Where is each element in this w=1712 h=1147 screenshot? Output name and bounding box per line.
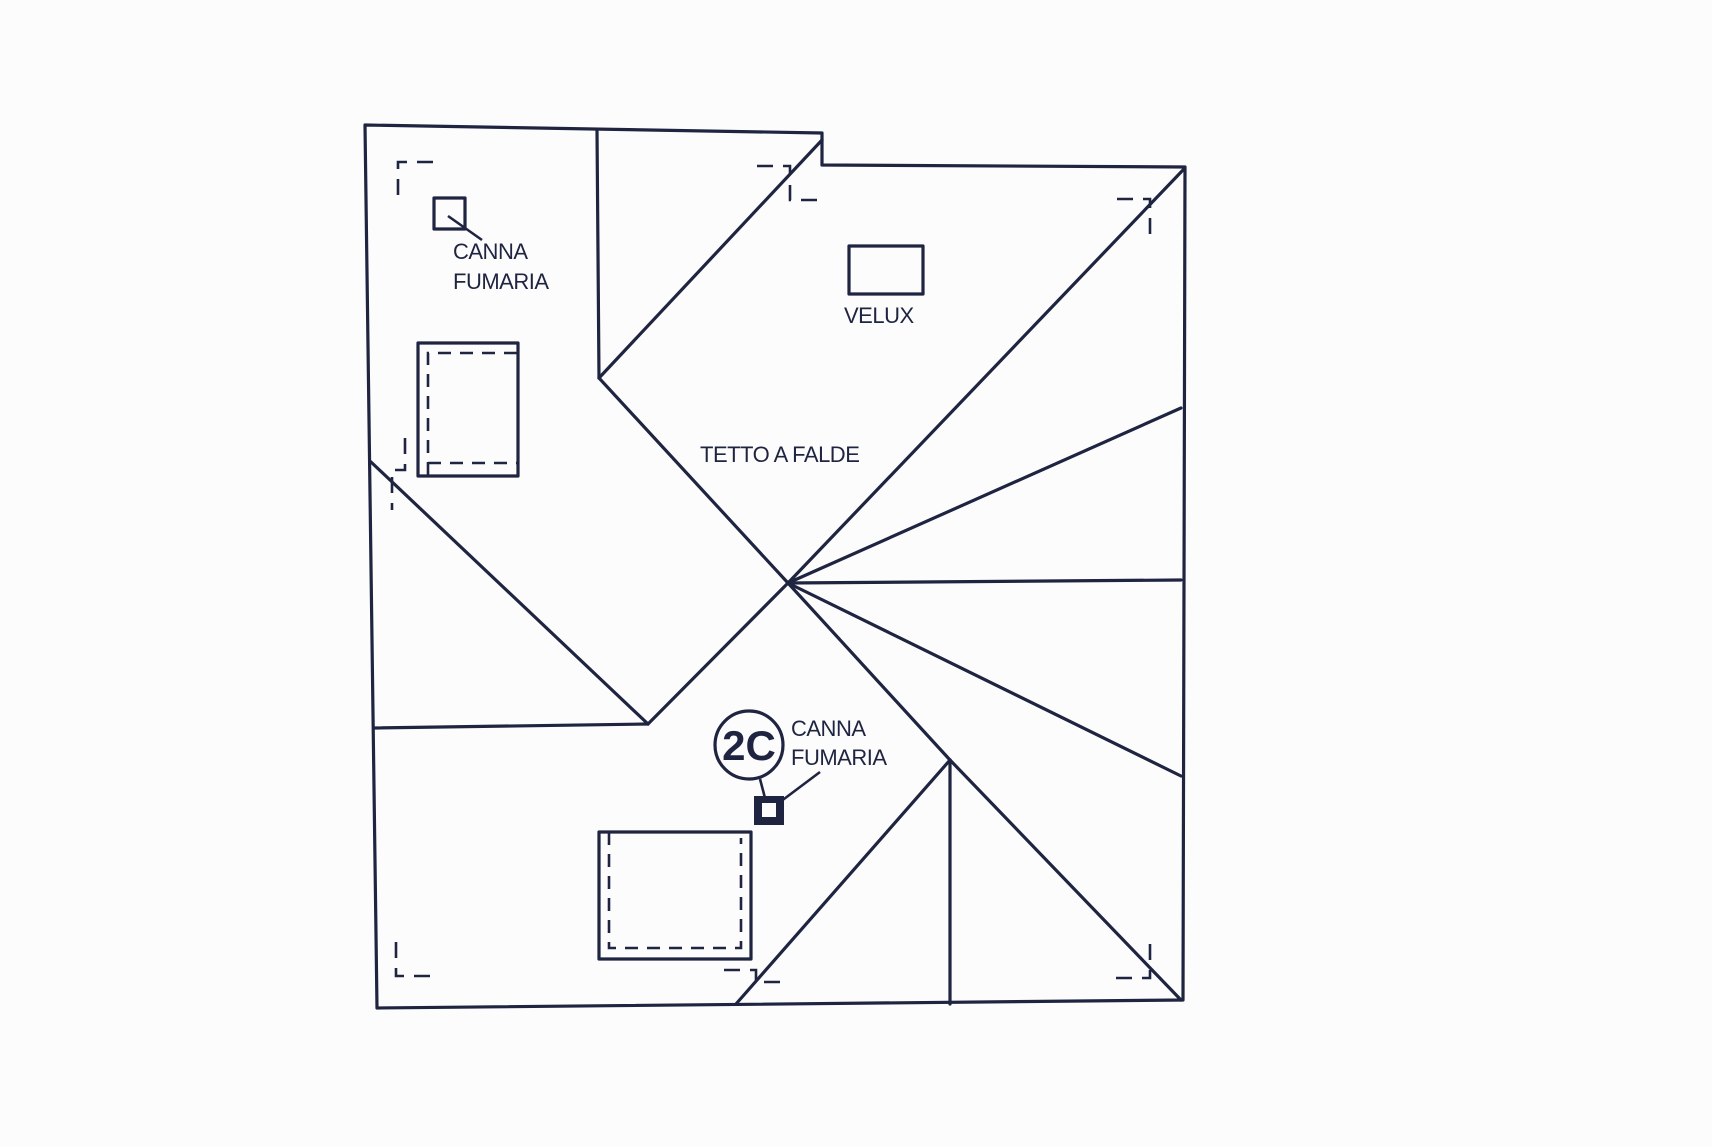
velux-window — [847, 244, 925, 296]
chimney-top-icon — [432, 196, 467, 231]
marker-2c — [713, 709, 785, 799]
chimney-top-label-line2: FUMARIA — [453, 269, 549, 294]
skylight-left — [416, 341, 520, 478]
marker-2c-label: 2C — [722, 722, 776, 769]
chimney-bottom — [754, 770, 821, 825]
roof-outline — [363, 123, 1187, 1010]
skylight-bottom — [597, 830, 753, 961]
corner-markers — [390, 160, 1152, 984]
roof-label: TETTO A FALDE — [700, 442, 859, 467]
chimney-bottom-label-line2: FUMARIA — [791, 745, 887, 770]
chimney-top-label-line1: CANNA — [453, 239, 528, 264]
chimney-bottom-label-line1: CANNA — [791, 716, 866, 741]
chimney-top — [432, 196, 483, 242]
roof-ridge-lines — [369, 128, 1185, 1006]
velux-label: VELUX — [844, 303, 914, 328]
